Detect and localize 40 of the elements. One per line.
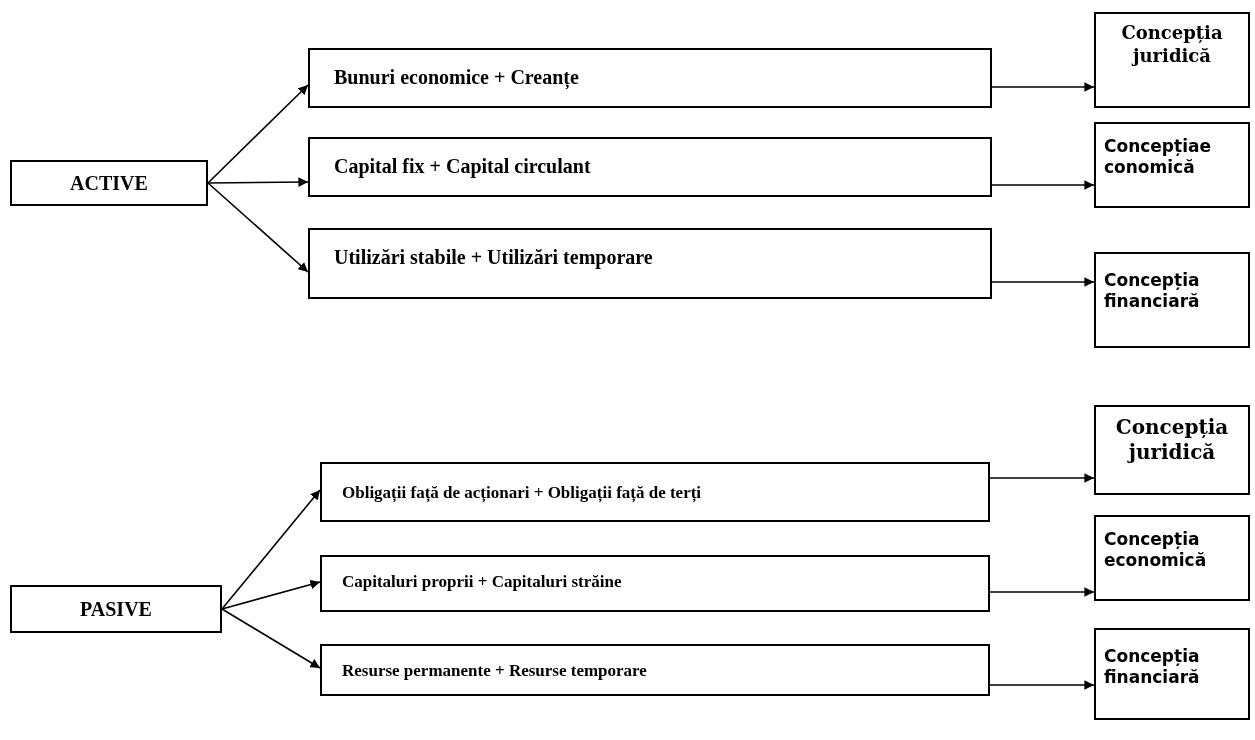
category-box	[10, 585, 222, 633]
box-label: PASIVE	[80, 597, 152, 622]
arrow	[989, 680, 1095, 690]
arrow	[991, 277, 1095, 287]
arrow	[991, 180, 1095, 190]
category-box	[10, 160, 208, 206]
box-label: Concepția financiară	[1104, 270, 1201, 313]
box-label: Resurse permanente + Resurse temporare	[342, 660, 648, 682]
box-label: ACTIVE	[70, 171, 148, 196]
box-label: Utilizări stabile + Utilizări temporare	[334, 245, 654, 271]
box-label: Obligații față de acționari + Obligații față de terți	[342, 482, 703, 504]
arrow	[989, 587, 1095, 597]
component-box	[308, 48, 992, 108]
arrow	[221, 489, 321, 610]
box-label: Bunuri economice + Creanțe	[334, 65, 580, 91]
component-box	[320, 555, 990, 612]
component-box	[320, 462, 990, 522]
arrow	[221, 608, 321, 669]
concept-box	[1094, 515, 1250, 601]
box-label: Concepția juridică	[1120, 22, 1224, 67]
concept-box	[1094, 122, 1250, 208]
concept-box	[1094, 405, 1250, 495]
concept-box	[1094, 252, 1250, 348]
arrow	[989, 473, 1095, 483]
concept-box	[1094, 628, 1250, 720]
arrow	[207, 177, 309, 187]
box-label: Concepțiae conomică	[1104, 136, 1212, 179]
arrow	[991, 82, 1095, 92]
box-label: Capital fix + Capital circulant	[334, 154, 592, 180]
arrow	[221, 579, 321, 610]
component-box	[308, 137, 992, 197]
concept-box	[1094, 12, 1250, 108]
arrow	[207, 84, 309, 184]
box-label: Concepția economică	[1104, 529, 1208, 572]
box-label: Concepția juridică	[1114, 415, 1230, 465]
component-box	[308, 228, 992, 299]
box-label: Concepția financiară	[1104, 646, 1201, 689]
arrow	[207, 182, 309, 273]
box-label: Capitaluri proprii + Capitaluri străine	[342, 571, 623, 593]
component-box	[320, 644, 990, 696]
